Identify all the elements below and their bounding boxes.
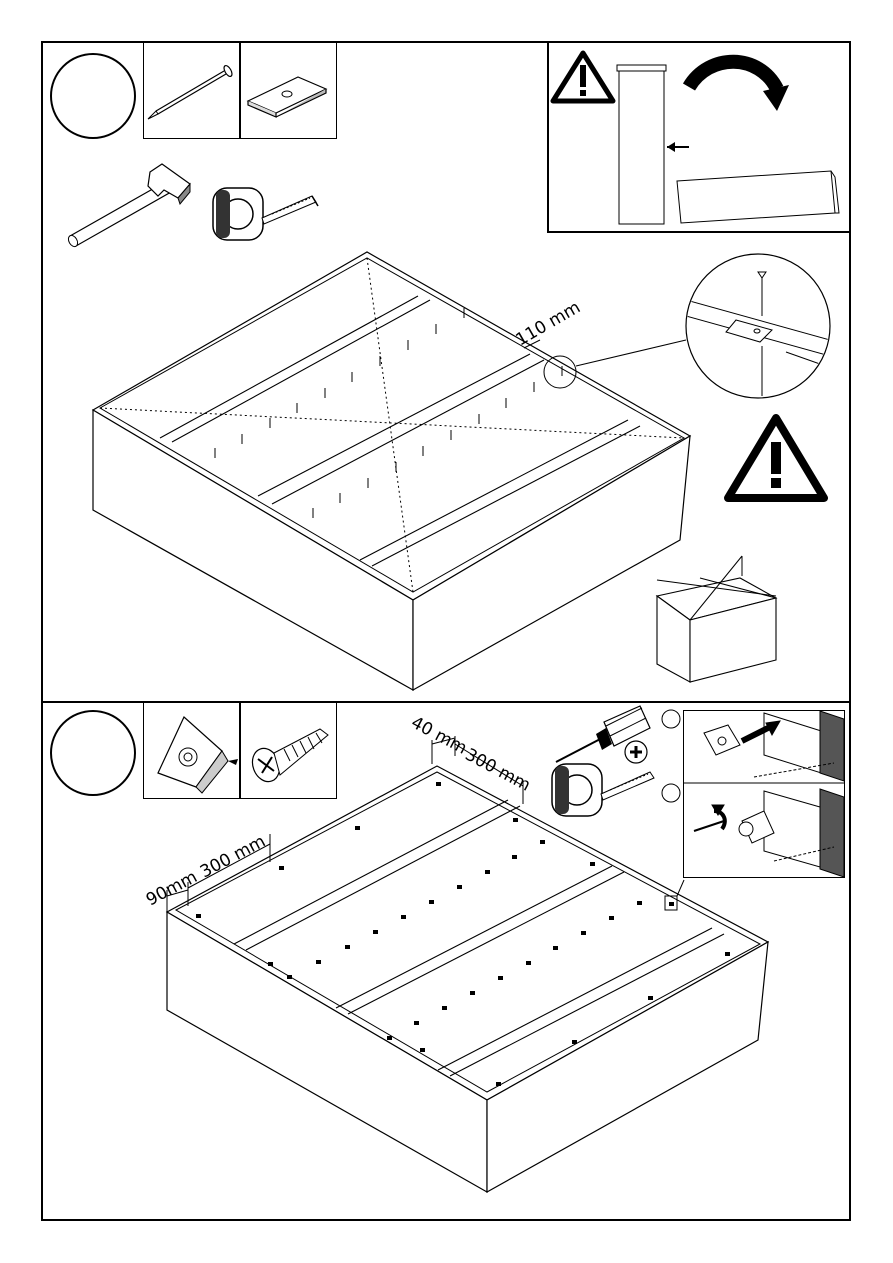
corner-bracket-icon: [144, 703, 240, 798]
warning-icon: [553, 53, 613, 101]
screw-icon: [240, 703, 336, 798]
parts-box-screw: [239, 702, 337, 799]
parts-box-plate: [239, 42, 337, 139]
parts-box-nail: [143, 42, 241, 139]
lying-panel-icon: [677, 171, 839, 223]
nail-icon: [144, 43, 240, 138]
bracket-screw-detail-icon: [683, 710, 845, 878]
warning-panel: [547, 41, 851, 233]
parts-box-bracket: [143, 702, 241, 799]
rotate-arrow-icon: [689, 62, 789, 111]
metal-plate-icon: [240, 43, 336, 138]
upright-panel-icon: [617, 65, 689, 224]
